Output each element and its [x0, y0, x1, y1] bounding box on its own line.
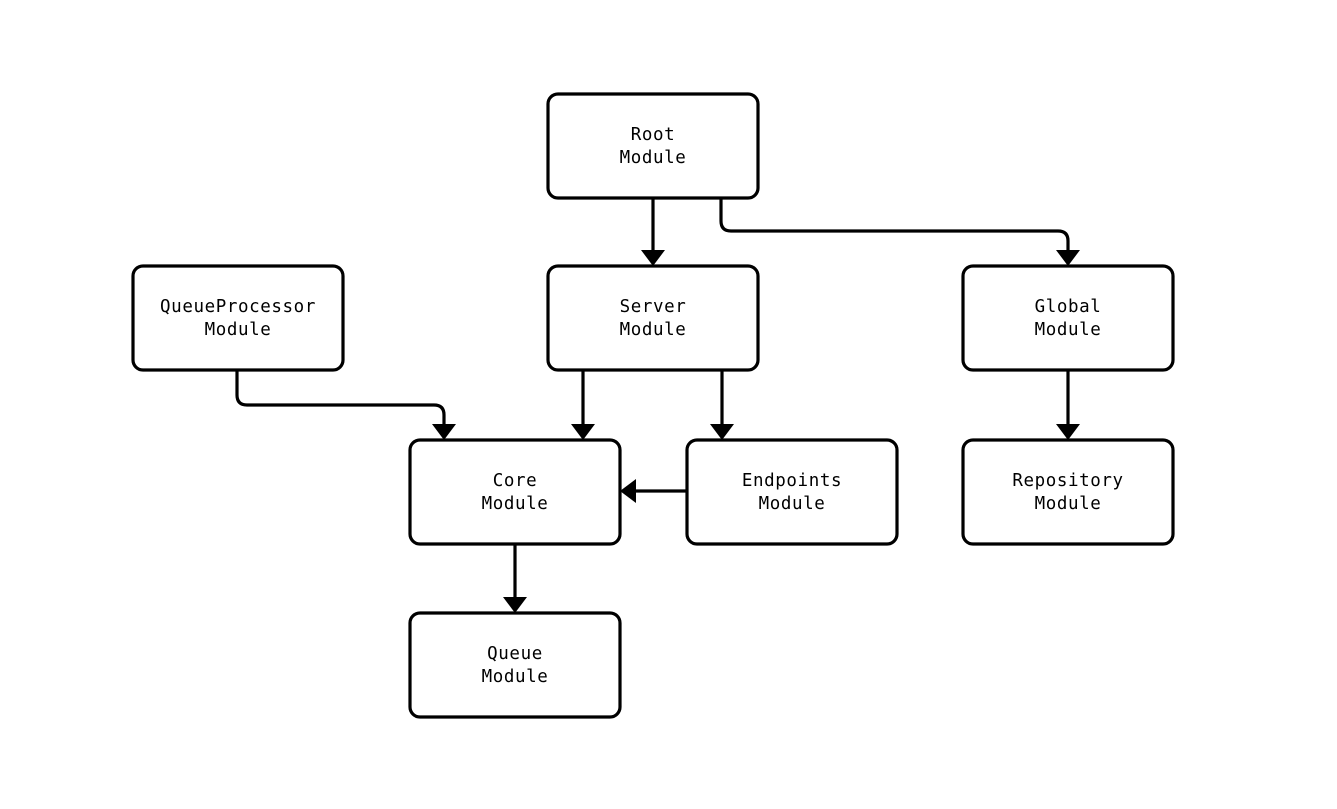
node-label-suffix-global: Module — [1035, 320, 1102, 340]
arrowhead-server-core — [571, 424, 595, 440]
node-box-repository[interactable] — [961, 438, 1175, 546]
edge-line-root-global — [719, 198, 1070, 252]
arrowhead-queueprocessor-core — [432, 424, 456, 440]
arrowhead-root-server — [641, 250, 665, 266]
node-box-queue[interactable] — [408, 611, 622, 719]
arrowhead-core-queue — [503, 597, 527, 613]
edge-server-core — [571, 370, 595, 440]
edge-layer — [235, 198, 1080, 613]
node-label-suffix-queueprocessor: Module — [205, 320, 272, 340]
node-label-name-repository: Repository — [1012, 471, 1123, 491]
node-label-name-core: Core — [493, 471, 538, 491]
arrowhead-global-repository — [1056, 424, 1080, 440]
arrowhead-root-global — [1056, 250, 1080, 266]
edge-root-global — [719, 198, 1080, 266]
edge-server-endpoints — [710, 370, 734, 440]
edge-core-queue — [503, 544, 527, 613]
node-label-name-queueprocessor: QueueProcessor — [160, 297, 316, 317]
node-box-server[interactable] — [546, 264, 760, 372]
node-label-suffix-core: Module — [482, 494, 549, 514]
node-label-suffix-root: Module — [620, 148, 687, 168]
node-box-core[interactable] — [408, 438, 622, 546]
node-label-name-queue: Queue — [487, 644, 543, 664]
node-box-queueprocessor[interactable] — [131, 264, 345, 372]
edge-line-queueprocessor-core — [235, 370, 446, 426]
edge-endpoints-core — [620, 479, 687, 503]
node-box-global[interactable] — [961, 264, 1175, 372]
node-label-name-root: Root — [631, 125, 676, 145]
arrowhead-endpoints-core — [620, 479, 636, 503]
node-label-name-endpoints: Endpoints — [742, 471, 842, 491]
edge-global-repository — [1056, 370, 1080, 440]
edge-root-server — [641, 198, 665, 266]
node-label-suffix-queue: Module — [482, 667, 549, 687]
edge-queueprocessor-core — [235, 370, 456, 440]
node-label-name-server: Server — [620, 297, 687, 317]
node-label-suffix-endpoints: Module — [759, 494, 826, 514]
node-layer: RootModuleQueueProcessorModuleServerModu… — [131, 92, 1175, 719]
node-label-suffix-server: Module — [620, 320, 687, 340]
arrowhead-server-endpoints — [710, 424, 734, 440]
node-box-endpoints[interactable] — [685, 438, 899, 546]
node-box-root[interactable] — [546, 92, 760, 200]
node-label-name-global: Global — [1035, 297, 1102, 317]
node-label-suffix-repository: Module — [1035, 494, 1102, 514]
